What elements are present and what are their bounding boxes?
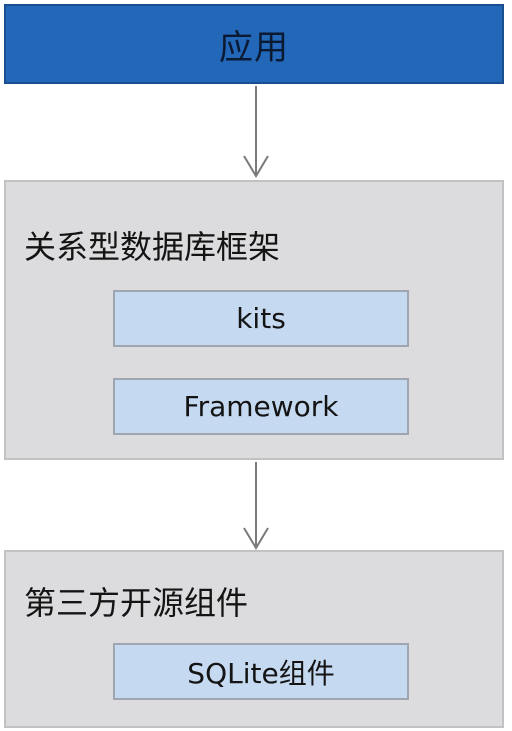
arrow-framework-to-opensource: [243, 462, 269, 550]
app-layer: 应用: [4, 4, 504, 84]
opensource-layer-title: 第三方开源组件: [24, 584, 249, 622]
framework-layer-title: 关系型数据库框架: [24, 228, 281, 266]
framework-module: Framework: [113, 378, 409, 435]
sqlite-module: SQLite组件: [113, 643, 409, 700]
opensource-layer: 第三方开源组件 SQLite组件: [4, 550, 504, 728]
app-layer-label: 应用: [219, 27, 289, 68]
framework-layer: 关系型数据库框架 kits Framework: [4, 180, 504, 460]
arrow-app-to-framework: [243, 86, 269, 178]
kits-module: kits: [113, 290, 409, 347]
